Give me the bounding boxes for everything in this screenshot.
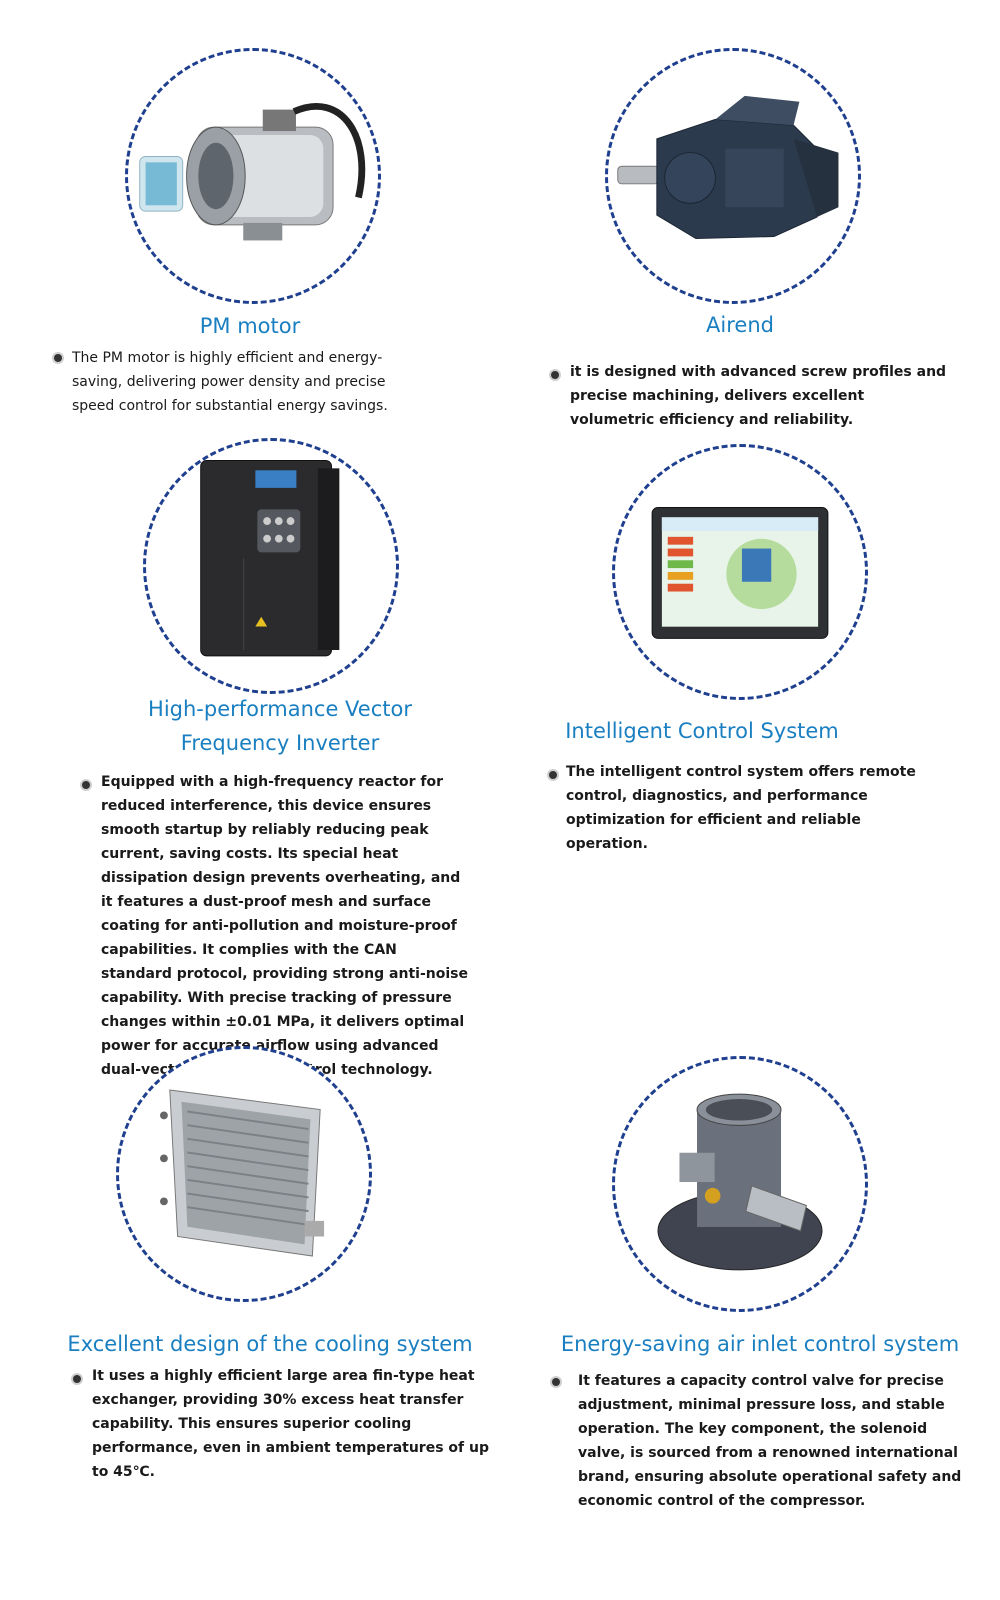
- cooling-description: It uses a highly efficient large area fi…: [92, 1368, 489, 1480]
- frequency-inverter-icon: [200, 460, 340, 657]
- cooling-image-circle: [116, 1046, 372, 1302]
- airend-image-circle: [605, 48, 861, 304]
- cooling-title: Excellent design of the cooling system: [67, 1332, 473, 1356]
- bullet-dot: [82, 781, 90, 789]
- heat-exchanger-icon: [160, 1089, 325, 1257]
- airend-description: it is designed with advanced screw profi…: [570, 364, 947, 428]
- bullet-dot: [551, 371, 559, 379]
- inlet-valve-title: Energy-saving air inlet control system: [560, 1332, 960, 1356]
- airend-icon: [617, 95, 839, 239]
- inverter-image-circle: [143, 438, 399, 694]
- control-system-description: The intelligent control system offers re…: [566, 764, 916, 852]
- inverter-title: High-performance Vector Frequency Invert…: [148, 697, 412, 755]
- bullet-dot: [54, 354, 62, 362]
- pm-motor-icon: [139, 103, 366, 241]
- bullet-dot: [552, 1378, 560, 1386]
- control-screen-icon: [651, 507, 829, 639]
- inlet-valve-description: It features a capacity control valve for…: [578, 1373, 962, 1509]
- airend-title: Airend: [706, 313, 774, 337]
- inlet-valve-icon: [657, 1093, 823, 1271]
- control-system-image-circle: [612, 444, 868, 700]
- bullet-dot: [549, 771, 557, 779]
- inverter-description: Equipped with a high-frequency reactor f…: [101, 774, 468, 1078]
- pm-motor-title: PM motor: [199, 314, 301, 338]
- control-system-title: Intelligent Control System: [565, 719, 839, 743]
- bullet-dot: [73, 1375, 81, 1383]
- inlet-valve-image-circle: [612, 1056, 868, 1312]
- pm-motor-image-circle: [125, 48, 381, 304]
- pm-motor-description: The PM motor is highly efficient and ene…: [72, 350, 388, 414]
